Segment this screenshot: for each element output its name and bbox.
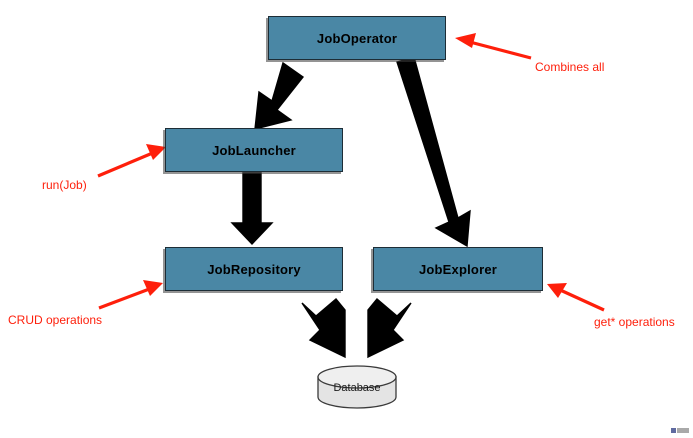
corner-mark-block-1 (671, 428, 676, 433)
arrow-launcher-to-repository (230, 172, 274, 246)
node-job-repository[interactable]: JobRepository (165, 247, 343, 291)
corner-mark-block-2 (677, 428, 689, 433)
annotation-arrow-combines-all (455, 33, 532, 60)
arrow-operator-to-explorer (396, 56, 471, 248)
node-job-launcher[interactable]: JobLauncher (165, 128, 343, 172)
annotation-arrow-get-operations (547, 283, 605, 312)
node-job-explorer[interactable]: JobExplorer (373, 247, 543, 291)
arrow-repository-to-database (301, 298, 346, 359)
corner-page-mark (671, 428, 689, 433)
annotation-combines-all: Combines all (535, 60, 605, 74)
database-cylinder (317, 365, 397, 409)
node-job-operator-label: JobOperator (316, 30, 398, 46)
node-job-explorer-label: JobExplorer (418, 261, 498, 277)
annotation-run-job: run(Job) (42, 178, 87, 192)
arrow-operator-to-launcher (254, 61, 305, 130)
annotation-crud-operations: CRUD operations (8, 313, 103, 327)
annotation-arrow-run-job (97, 144, 166, 178)
node-job-repository-label: JobRepository (207, 261, 301, 277)
node-job-operator[interactable]: JobOperator (268, 16, 446, 60)
arrow-explorer-to-database (367, 298, 412, 359)
database-label: Database (333, 382, 381, 394)
node-job-launcher-label: JobLauncher (212, 142, 296, 158)
annotation-get-operations: get* operations (594, 315, 675, 329)
annotation-arrow-crud-operations (98, 280, 163, 310)
